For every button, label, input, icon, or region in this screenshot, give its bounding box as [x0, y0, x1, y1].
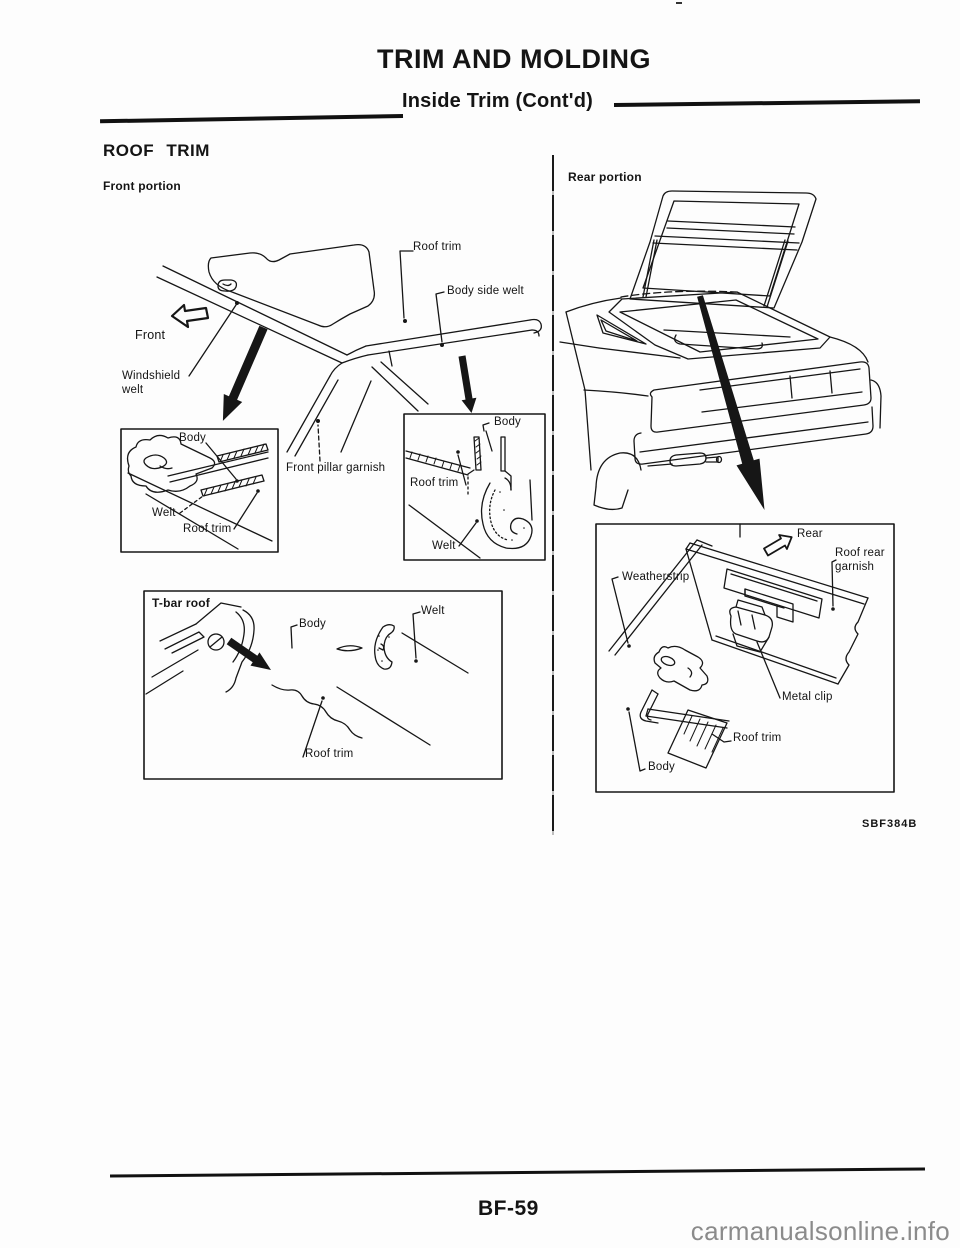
subsection-title: Inside Trim (Cont'd) [402, 90, 593, 112]
section-heading: ROOF TRIM [103, 141, 210, 160]
rear-inset-art [595, 523, 895, 793]
rear-label-roof-rear-garnish: Roof rear garnish [835, 547, 885, 573]
inset-left-label-body: Body [179, 432, 207, 444]
page-title: TRIM AND MOLDING [377, 44, 651, 74]
rear-portion-heading: Rear portion [568, 170, 642, 184]
inset-left-label-welt: Welt [152, 507, 176, 519]
rear-label-rear-direction: Rear [797, 528, 823, 540]
inset-right-label-body: Body [494, 416, 522, 428]
figure-code: SBF384B [862, 818, 918, 830]
front-main-art [156, 244, 542, 462]
tbar-label-body: Body [299, 618, 327, 630]
rear-label-metal-clip: Metal clip [782, 691, 833, 703]
rear-label-roof-trim: Roof trim [733, 732, 782, 744]
label-roof-trim: Roof trim [413, 241, 462, 253]
page-number: BF-59 [478, 1197, 539, 1220]
inset-right-label-welt: Welt [432, 540, 456, 552]
scan-artifact [676, 2, 682, 4]
label-front-pillar-garnish: Front pillar garnish [286, 462, 386, 474]
front-inset-right-art [403, 413, 546, 561]
label-front-direction: Front [135, 328, 166, 342]
front-portion-heading: Front portion [103, 179, 181, 193]
inset-left-label-roof-trim: Roof trim [183, 523, 232, 535]
rear-label-weatherstrip: Weatherstrip [622, 571, 690, 583]
tbar-roof-heading: T-bar roof [152, 596, 210, 610]
column-divider [552, 155, 554, 835]
tbar-label-welt: Welt [421, 605, 445, 617]
label-windshield-welt: Windshield welt [122, 370, 181, 396]
front-inset-left-art [120, 428, 279, 553]
watermark: carmanualsonline.info [690, 1216, 950, 1246]
label-body-side-welt: Body side welt [447, 285, 524, 297]
tbar-label-roof-trim: Roof trim [305, 748, 354, 760]
tbar-inset-art [143, 590, 503, 780]
rear-main-art [559, 190, 882, 511]
inset-right-label-roof-trim: Roof trim [410, 477, 459, 489]
rear-label-body: Body [648, 761, 676, 773]
